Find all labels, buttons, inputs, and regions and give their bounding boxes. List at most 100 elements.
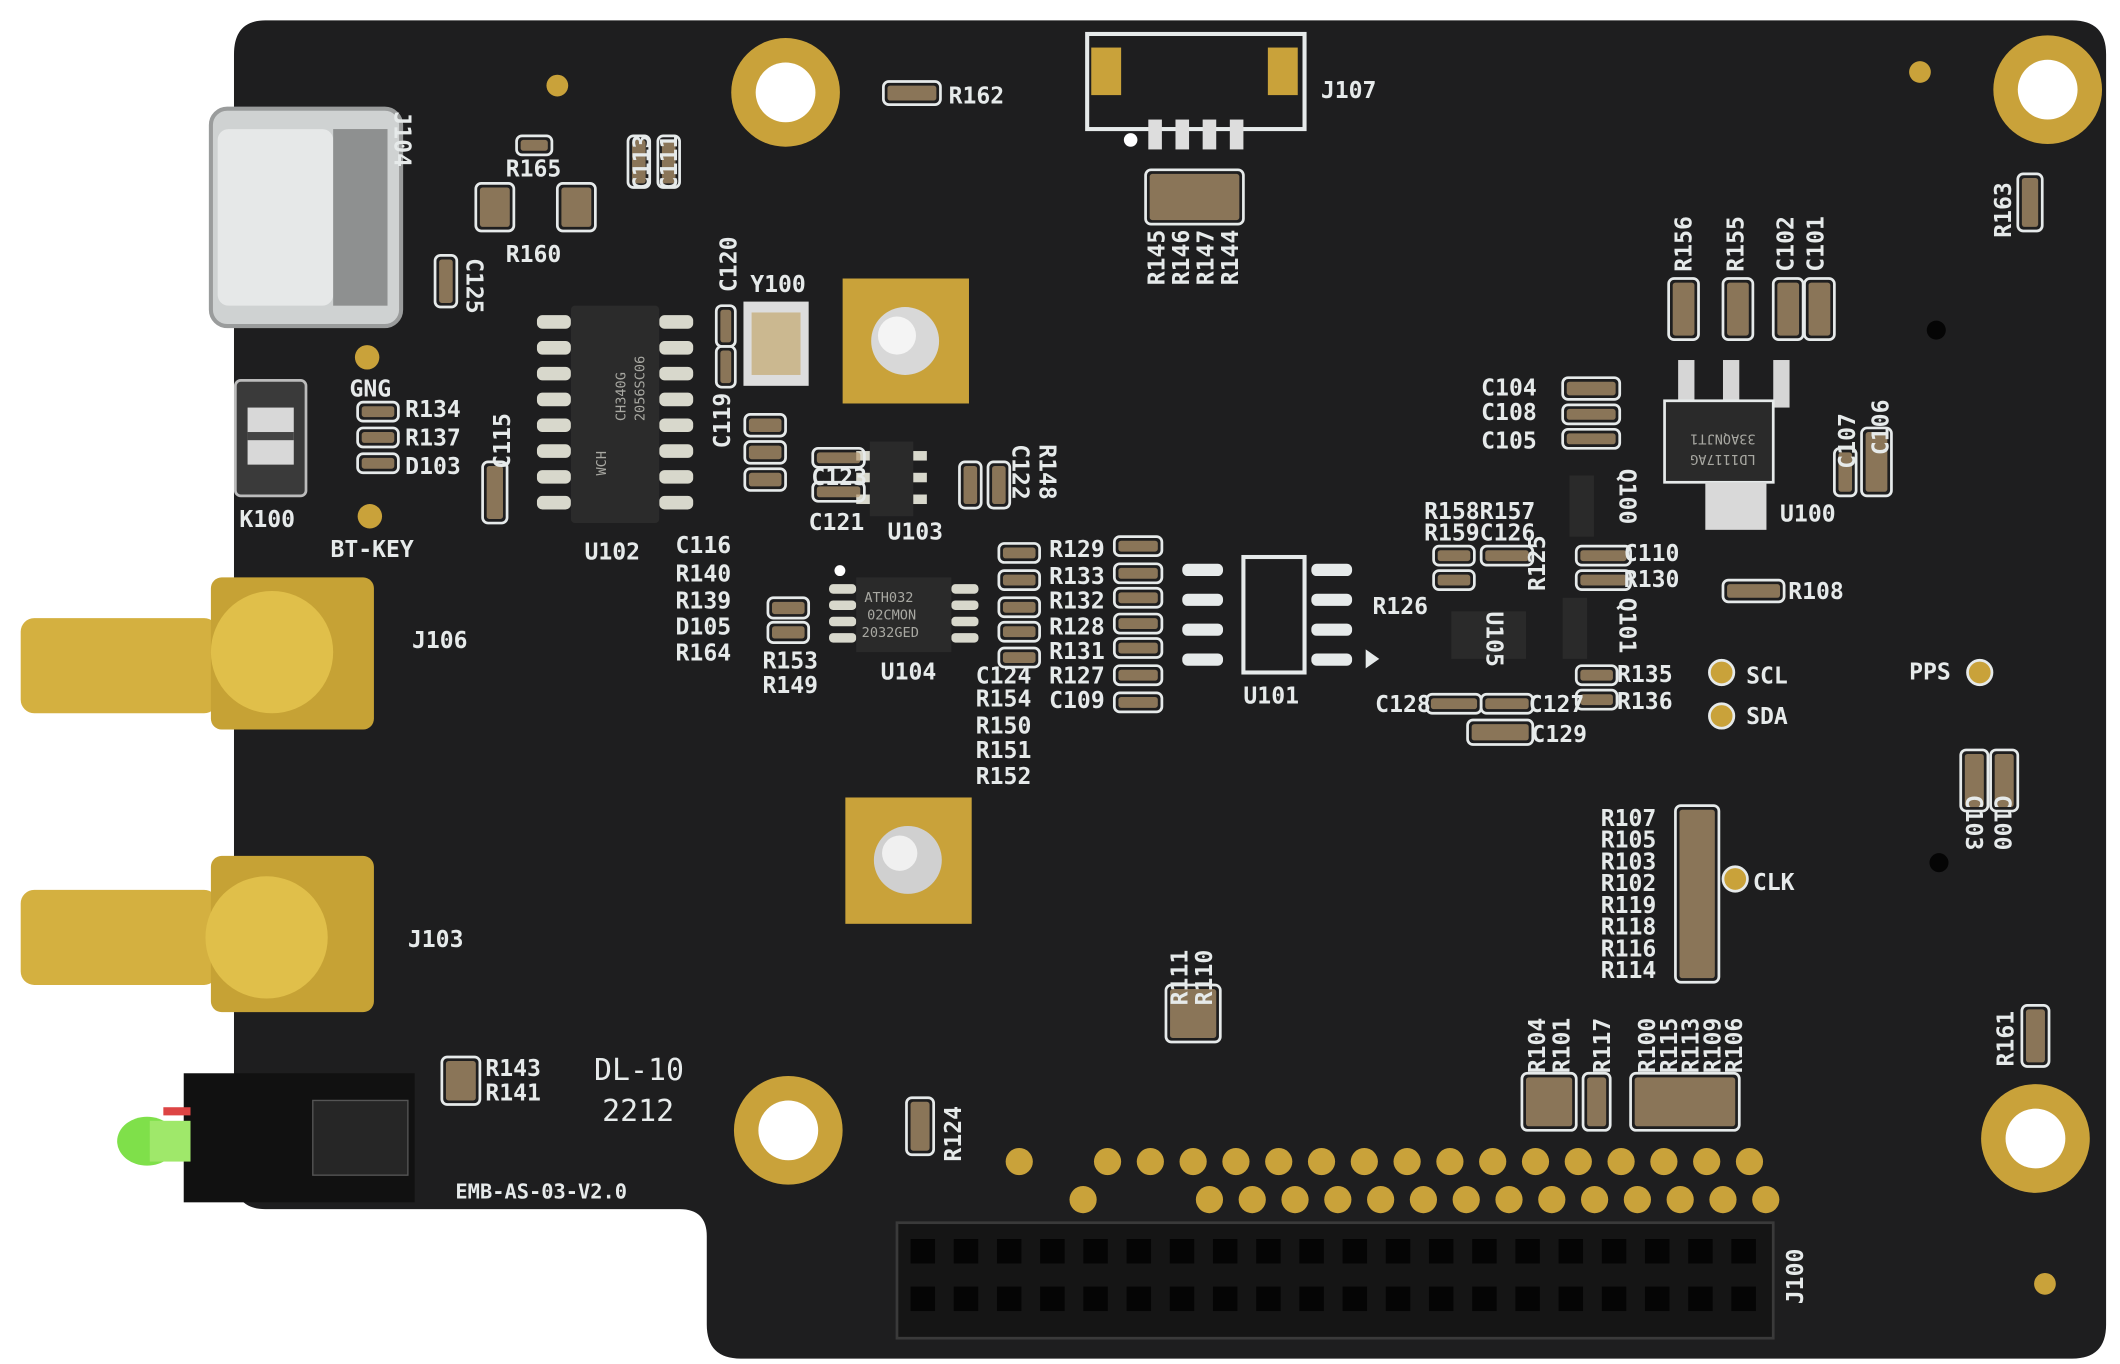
- scl-pad: [1708, 658, 1736, 687]
- through-hole-pad: [1093, 1147, 1122, 1176]
- smd-component: [1112, 637, 1164, 659]
- smd-component: [766, 620, 811, 644]
- through-hole-pad: [1393, 1147, 1421, 1176]
- silkscreen-label: R137: [405, 426, 461, 452]
- through-hole-pad: [1265, 1147, 1293, 1176]
- silkscreen-label: R113: [1679, 1018, 1705, 1074]
- smd-component: [1959, 748, 1990, 813]
- silkscreen-label: C102: [1774, 216, 1800, 272]
- u104-marking-1: ATH032: [864, 590, 913, 606]
- silkscreen-label: U103: [887, 519, 943, 545]
- mounting-hole: [1993, 35, 2103, 145]
- mounting-hole: [733, 1075, 843, 1185]
- smd-component: [1520, 1071, 1578, 1132]
- fiducial: [546, 74, 569, 97]
- silkscreen-label: J103: [408, 927, 464, 953]
- silkscreen-label: R136: [1617, 689, 1673, 715]
- silkscreen-label: R151: [976, 738, 1032, 764]
- via: [1929, 853, 1949, 873]
- silkscreen-label: R144: [1218, 230, 1244, 286]
- usb-c-connector[interactable]: [208, 106, 404, 329]
- silkscreen-label: R165: [506, 157, 562, 183]
- board-name: EMB-AS-03-V2.0: [455, 1179, 627, 1203]
- silkscreen-label: R145: [1145, 230, 1171, 286]
- header-pin-hole: [1558, 1286, 1584, 1312]
- header-pin-hole: [1169, 1239, 1195, 1264]
- header-pin-hole: [1428, 1286, 1454, 1312]
- smd-component: [440, 1055, 482, 1106]
- chip-pin: [829, 633, 857, 643]
- smd-component: [481, 460, 509, 525]
- chip-pin: [659, 444, 694, 458]
- smd-component: [1112, 535, 1164, 558]
- smd-component: [997, 569, 1041, 591]
- sma-connector-j103[interactable]: [20, 855, 374, 1013]
- smd-component: [997, 596, 1041, 619]
- smd-component: [2020, 1003, 2051, 1068]
- chip-pin: [536, 444, 571, 458]
- smd-component: [811, 446, 866, 469]
- through-hole-pad: [1136, 1147, 1164, 1176]
- through-hole-pad: [1324, 1186, 1352, 1214]
- y100-crystal: [743, 301, 809, 386]
- silkscreen-label: C116: [676, 533, 732, 559]
- silkscreen-label: R111: [1168, 950, 1194, 1006]
- smd-component: [1574, 569, 1632, 591]
- silkscreen-label: K100: [239, 507, 295, 533]
- header-pin-hole: [1731, 1239, 1756, 1264]
- smd-component: [714, 345, 737, 389]
- smd-component: [1574, 544, 1632, 567]
- u104-chip: ATH032 02CMON 2032GED: [829, 565, 979, 653]
- smd-component: [882, 80, 942, 106]
- gpio-header-j100[interactable]: [895, 1221, 1775, 1340]
- smd-component: [905, 1096, 936, 1157]
- bt-key-button[interactable]: [233, 379, 308, 498]
- silkscreen-label: C124: [976, 663, 1032, 689]
- smd-component: [1112, 586, 1164, 609]
- smd-component: [1771, 277, 1805, 341]
- silkscreen-label: C128: [1375, 692, 1431, 718]
- smd-component: [1112, 664, 1164, 687]
- smd-component: [1629, 1071, 1741, 1132]
- silkscreen-label: U102: [585, 540, 641, 566]
- chip-pin: [536, 470, 571, 484]
- silkscreen-label: U104: [881, 659, 937, 685]
- fiducial: [2034, 1272, 2056, 1295]
- silkscreen-label: Y100: [750, 272, 806, 298]
- silkscreen-label: R147: [1194, 230, 1220, 286]
- chip-pin: [951, 600, 979, 610]
- silkscreen-label: C127: [1529, 692, 1585, 718]
- header-pin-hole: [1212, 1286, 1238, 1312]
- silkscreen-label: R102: [1601, 871, 1657, 897]
- smd-component: [1479, 544, 1535, 567]
- through-hole-pad: [1238, 1186, 1266, 1214]
- silkscreen-label: R115: [1657, 1018, 1683, 1074]
- silkscreen-label: R108: [1788, 579, 1844, 605]
- u104-marking-2: 02CMON: [867, 608, 916, 624]
- chip-pin: [536, 495, 571, 510]
- mounting-hole: [1981, 1084, 2090, 1193]
- silkscreen-label: D105: [676, 614, 732, 640]
- smd-component: [626, 134, 652, 189]
- chip-pin: [536, 418, 571, 433]
- silkscreen-label: C122: [1006, 444, 1032, 500]
- through-hole-pad: [1281, 1186, 1309, 1214]
- clk-pad: [1721, 865, 1749, 893]
- silkscreen-label: C125: [460, 258, 486, 314]
- header-pin-hole: [1428, 1239, 1454, 1264]
- header-pin-hole: [910, 1239, 936, 1264]
- led-holder: [183, 1073, 415, 1203]
- silkscreen-label: R116: [1601, 936, 1657, 962]
- smd-component: [1803, 277, 1836, 341]
- mounting-hole: [731, 38, 840, 147]
- silkscreen-label: J107: [1321, 78, 1377, 104]
- silkscreen-label: C123: [811, 465, 867, 491]
- header-pin-hole: [1601, 1239, 1627, 1264]
- silkscreen-label: R126: [1372, 594, 1428, 620]
- smd-component: [1574, 688, 1619, 711]
- sma-connector-j106[interactable]: [20, 577, 374, 730]
- q101-transistor: [1562, 597, 1588, 659]
- u101-footprint: [1182, 554, 1380, 675]
- silkscreen-label: R158R157: [1424, 499, 1535, 525]
- silkscreen-label: CLK: [1753, 870, 1795, 896]
